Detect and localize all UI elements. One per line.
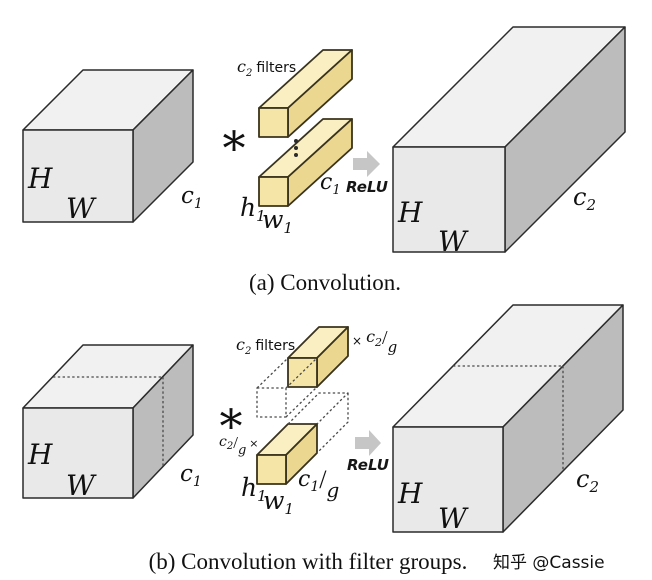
ellipsis-dot	[294, 139, 298, 143]
ellipsis-dot	[294, 146, 298, 150]
output-tensor-b-front-face	[392, 426, 504, 533]
kernel-height-label-b: h1	[241, 473, 267, 505]
relu-arrow-b: ReLU	[347, 430, 389, 474]
filter-group-top-b-ghost-front	[256, 387, 287, 418]
output-tensor-a-width-label: W	[438, 225, 469, 258]
output-tensor-b-depth-label: c2	[576, 465, 599, 496]
input-tensor-b-front-face	[22, 407, 134, 499]
filter-group-top-b-ghost-edge-br	[285, 386, 318, 418]
relu-arrow-a: ReLU	[346, 151, 388, 196]
filter-group-bottom-b-ghost-top-face	[287, 392, 349, 425]
filter-bar-1-a	[258, 49, 353, 138]
output-tensor-b-height-label: H	[397, 477, 423, 510]
output-tensor-b: H W c2	[392, 304, 624, 535]
input-tensor-b-width-label: W	[66, 469, 97, 502]
relu-arrow-b-shape	[355, 430, 381, 456]
convolution-operator-b: *	[220, 399, 243, 453]
watermark: 知乎 @Cassie	[493, 553, 605, 573]
kernel-height-label-a: h1	[240, 193, 266, 225]
output-tensor-b-width-label: W	[438, 502, 469, 535]
filter-group-bottom-b	[256, 392, 349, 485]
filter-group-top-b-ghost-edge-tr	[285, 357, 318, 389]
input-tensor-b: H W c1	[22, 344, 202, 502]
filter-bar-1-a-front-face	[258, 107, 289, 138]
filter-ellipsis-dots-a	[294, 139, 298, 157]
relu-label-b: ReLU	[347, 456, 389, 474]
input-tensor-a-depth-label: c1	[181, 183, 203, 212]
caption-a: (a) Convolution.	[249, 270, 401, 295]
kernel-depth-label-a: c1	[320, 170, 341, 198]
output-tensor-a: H W c2	[392, 26, 626, 258]
input-tensor-a-height-label: H	[27, 162, 53, 195]
filter-group-bottom-b-ghost-side-face	[316, 393, 349, 454]
ellipsis-dot	[294, 153, 298, 157]
filter-group-top-b-ghost-edge-tl	[256, 357, 289, 389]
output-tensor-a-front-face	[392, 146, 506, 253]
convolution-operator-a: *	[223, 121, 246, 175]
filter-group-top-b	[256, 326, 349, 418]
input-tensor-b-height-label: H	[27, 438, 53, 471]
input-tensor-a-width-label: W	[66, 192, 97, 225]
kernel-width-label-b: w1	[263, 486, 294, 518]
group-count-label-right-b: ×c2/g	[352, 327, 397, 356]
group-count-label-left-b: c2/g×	[219, 433, 259, 458]
relu-label-a: ReLU	[346, 178, 388, 196]
filter-bar-2-a	[258, 118, 353, 207]
filter-bar-2-a-front-face	[258, 176, 289, 207]
input-tensor-a: H W c1	[22, 69, 203, 225]
input-tensor-b-depth-label: c1	[180, 461, 202, 490]
filter-group-bottom-b-front-face	[256, 454, 287, 485]
kernel-depth-label-b: c1/g	[298, 465, 339, 502]
kernel-width-label-a: w1	[262, 205, 293, 237]
output-tensor-a-height-label: H	[397, 196, 423, 229]
output-tensor-a-depth-label: c2	[573, 183, 596, 214]
input-tensor-a-front-face	[22, 129, 134, 223]
caption-b: (b) Convolution with filter groups.	[149, 549, 468, 574]
relu-arrow-a-shape	[353, 151, 380, 177]
filter-group-top-b-front-face	[287, 357, 318, 388]
